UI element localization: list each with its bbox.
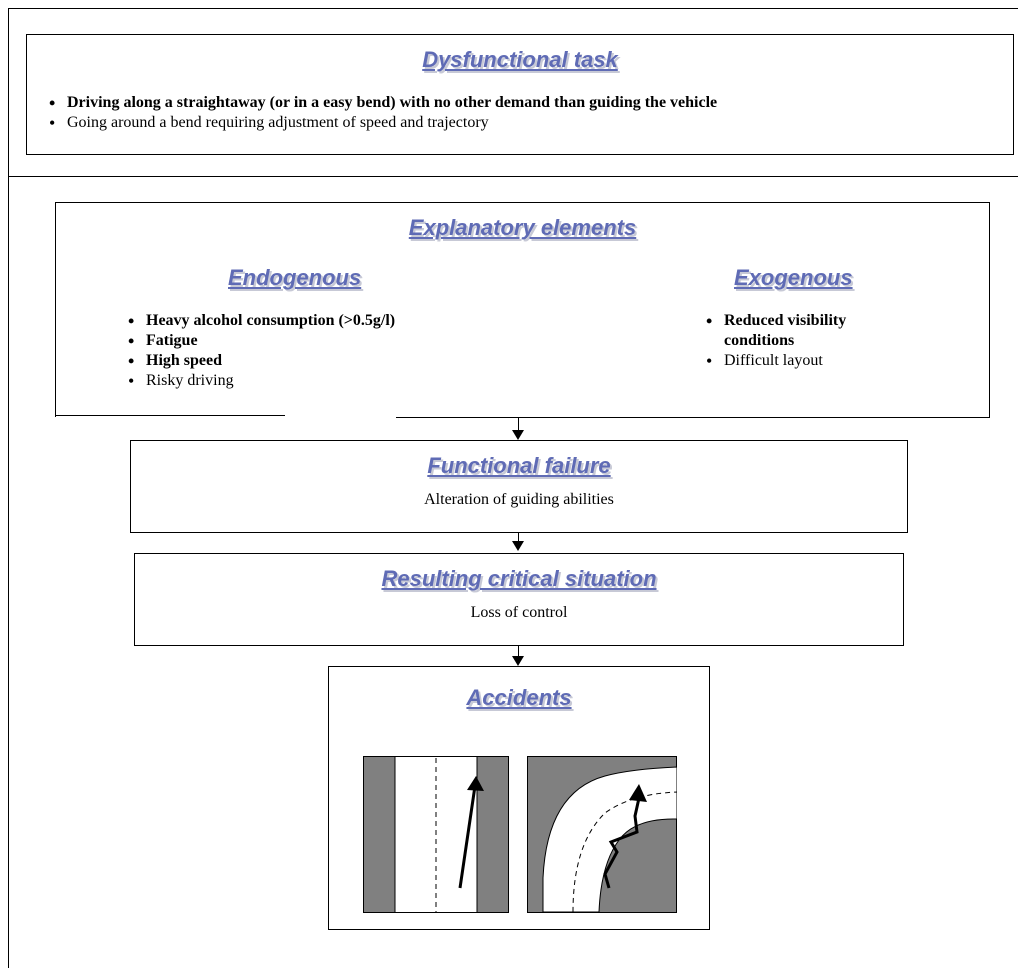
endogenous-item: Fatigue bbox=[126, 331, 546, 351]
straight-road-drift-illustration bbox=[363, 756, 509, 913]
endogenous-list: Heavy alcohol consumption (>0.5g/l) Fati… bbox=[126, 311, 546, 389]
flow-arrow-3-line bbox=[518, 646, 519, 657]
explanatory-elements-box: Explanatory elements Endogenous Exogenou… bbox=[55, 202, 990, 417]
dysfunctional-task-title: Dysfunctional task bbox=[422, 47, 618, 72]
section-divider bbox=[8, 176, 1018, 177]
explanatory-elements-title: Explanatory elements bbox=[408, 215, 637, 240]
flow-arrow-2-head bbox=[512, 541, 524, 551]
functional-failure-text: Alteration of guiding abilities bbox=[424, 491, 614, 508]
dysfunctional-task-list: Driving along a straightaway (or in a ea… bbox=[47, 93, 1007, 133]
critical-situation-box: Resulting critical situation Loss of con… bbox=[134, 553, 904, 646]
flow-arrow-1-line bbox=[518, 417, 519, 431]
exogenous-list: Reduced visibility conditions Difficult … bbox=[704, 311, 904, 371]
exogenous-title: Exogenous bbox=[734, 265, 853, 290]
flow-arrow-1-head bbox=[512, 430, 524, 440]
accidents-box: Accidents bbox=[328, 666, 710, 930]
critical-situation-title: Resulting critical situation bbox=[381, 566, 657, 591]
explanatory-box-bottom-right bbox=[396, 417, 990, 418]
bend-road-loss-of-control-illustration bbox=[527, 756, 677, 913]
endogenous-item: Risky driving bbox=[126, 371, 546, 389]
dysfunctional-task-item: Going around a bend requiring adjustment… bbox=[47, 113, 1007, 133]
outer-frame bbox=[8, 8, 1018, 968]
functional-failure-title: Functional failure bbox=[427, 453, 611, 478]
endogenous-item: Heavy alcohol consumption (>0.5g/l) bbox=[126, 311, 546, 331]
functional-failure-box: Functional failure Alteration of guiding… bbox=[130, 440, 908, 533]
flow-arrow-3-head bbox=[512, 656, 524, 666]
dysfunctional-task-item: Driving along a straightaway (or in a ea… bbox=[47, 93, 1007, 113]
flow-arrow-2-line bbox=[518, 533, 519, 542]
critical-situation-text: Loss of control bbox=[470, 604, 568, 621]
explanatory-box-bottom-left bbox=[55, 415, 285, 416]
dysfunctional-task-box: Dysfunctional task Driving along a strai… bbox=[26, 34, 1014, 155]
accidents-title: Accidents bbox=[466, 685, 572, 710]
exogenous-item: Difficult layout bbox=[704, 351, 904, 371]
exogenous-item: Reduced visibility conditions bbox=[704, 311, 904, 351]
endogenous-title: Endogenous bbox=[228, 265, 362, 290]
endogenous-item: High speed bbox=[126, 351, 546, 371]
